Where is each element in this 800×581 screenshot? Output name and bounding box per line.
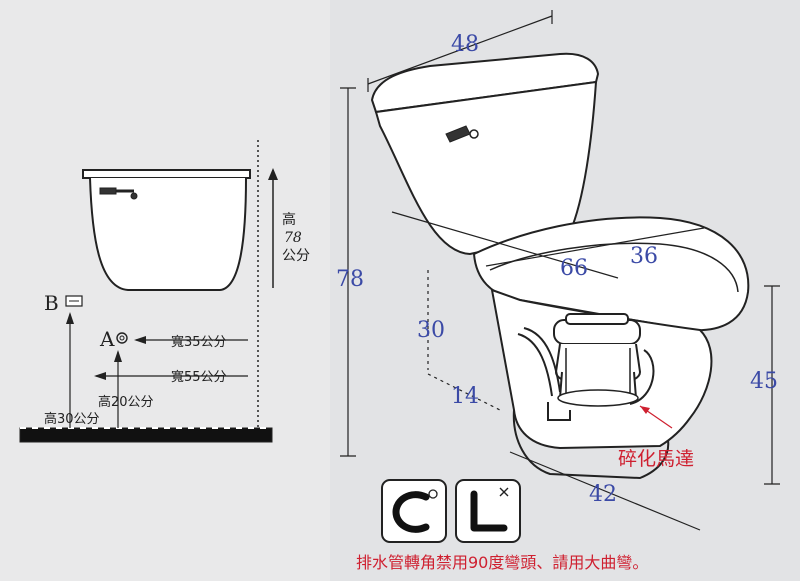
floor (19, 427, 273, 443)
dim-45-label: 45 (750, 369, 778, 394)
point-b-label: B (44, 291, 59, 315)
dim-78-label: 78 (336, 267, 364, 292)
socket-a-icon (116, 332, 128, 344)
height-78-label: 高 78 公分 (282, 211, 310, 264)
toilet-tank-body (374, 80, 598, 256)
forbidden-bend-text: L (0, 0, 1, 1)
dim-48-line (367, 15, 553, 85)
dim-14-label: 14 (451, 384, 479, 409)
dim-48-label: 48 (451, 32, 479, 57)
point-a-label: A (99, 327, 115, 351)
drain-note: 排水管轉角禁用90度彎頭、請用大曲彎。 (356, 553, 648, 572)
tank-body (89, 177, 247, 291)
dim-30-label: 30 (417, 318, 445, 343)
toilet-base (512, 409, 670, 480)
dim-42-line (509, 451, 701, 531)
dim-36-label: 36 (630, 244, 658, 269)
motor-label: 碎化馬達 (618, 448, 694, 470)
toilet-drawing (370, 52, 750, 480)
allowed-bend-icon: C (0, 0, 447, 543)
dimension-lines (340, 10, 780, 531)
forbidden-bend-icon: L (0, 0, 521, 543)
dim-66-label: 66 (560, 256, 588, 281)
tank-lid (82, 169, 251, 179)
height-30-label: 高30公分 (44, 411, 100, 427)
allowed-bend-text: C (0, 0, 1, 1)
toilet-flush-lever-icon (445, 125, 479, 143)
flush-handle-icon (99, 187, 138, 200)
toilet-tank-lid (370, 52, 600, 114)
width-35-label: 寬35公分 (171, 334, 227, 350)
dim-36-line (485, 227, 705, 267)
dim-66-line (391, 211, 619, 279)
macerator-motor (547, 313, 642, 421)
width-55-label: 寬55公分 (171, 369, 227, 385)
left-install-diagram (19, 140, 278, 443)
dim-42-label: 42 (589, 482, 617, 507)
height-20-label: 高20公分 (98, 394, 154, 410)
